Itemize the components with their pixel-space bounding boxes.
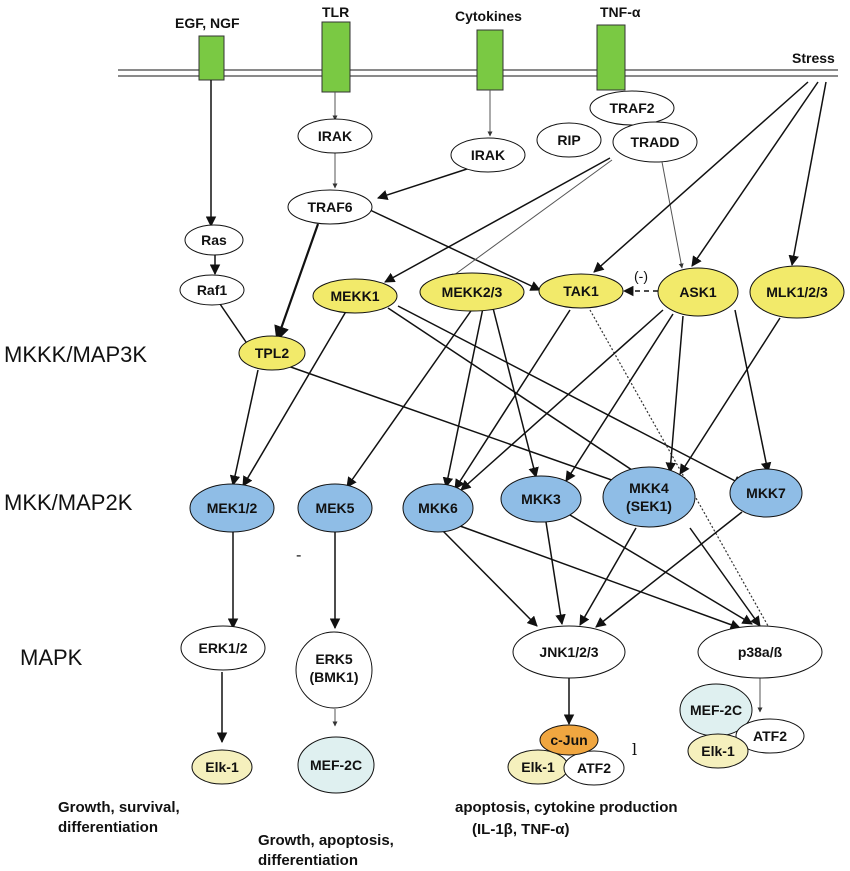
svg-text:Elk-1: Elk-1 bbox=[701, 743, 735, 759]
node-ask1: ASK1 bbox=[657, 267, 739, 317]
svg-text:MLK1/2/3: MLK1/2/3 bbox=[766, 284, 828, 300]
node-erk1-2: ERK1/2 bbox=[180, 625, 266, 671]
level-label-map3k: MKKK/MAP3K bbox=[4, 342, 147, 367]
svg-text:JNK1/2/3: JNK1/2/3 bbox=[539, 644, 598, 660]
node-tpl2: TPL2 bbox=[238, 335, 306, 371]
node-ras: Ras bbox=[184, 224, 244, 256]
node-mlk1-2-3: MLK1/2/3 bbox=[749, 265, 845, 319]
node-atf2-jnk: ATF2 bbox=[563, 750, 625, 786]
svg-text:MEK1/2: MEK1/2 bbox=[207, 500, 258, 516]
svg-text:MKK4: MKK4 bbox=[629, 480, 669, 496]
node-traf6: TRAF6 bbox=[287, 189, 373, 225]
node-traf2: TRAF2 bbox=[589, 90, 675, 126]
svg-text:MEK5: MEK5 bbox=[316, 500, 355, 516]
outcome-erk5-line2: differentiation bbox=[258, 852, 358, 869]
svg-text:(BMK1): (BMK1) bbox=[310, 669, 359, 685]
node-mekk1: MEKK1 bbox=[312, 278, 398, 314]
outcome-jnk-line1: apoptosis, cytokine production bbox=[455, 799, 678, 816]
svg-text:c-Jun: c-Jun bbox=[550, 732, 587, 748]
label-egf-ngf: EGF, NGF bbox=[175, 15, 240, 31]
node-tak1: TAK1 bbox=[538, 273, 624, 309]
node-elk1-p38: Elk-1 bbox=[687, 733, 749, 769]
svg-text:MEKK2/3: MEKK2/3 bbox=[442, 284, 503, 300]
svg-text:RIP: RIP bbox=[557, 132, 580, 148]
svg-text:Raf1: Raf1 bbox=[197, 282, 228, 298]
node-mkk6: MKK6 bbox=[402, 483, 474, 533]
outcome-erk-line2: differentiation bbox=[58, 819, 158, 836]
label-cytokines: Cytokines bbox=[455, 8, 522, 24]
svg-text:(SEK1): (SEK1) bbox=[626, 498, 672, 514]
svg-text:Ras: Ras bbox=[201, 232, 227, 248]
node-irak-tlr: IRAK bbox=[297, 118, 373, 154]
svg-text:MKK3: MKK3 bbox=[521, 491, 561, 507]
outcome-erk-line1: Growth, survival, bbox=[58, 799, 180, 816]
label-tlr: TLR bbox=[322, 4, 349, 20]
l-mark: l bbox=[632, 740, 637, 759]
receptor-egf-ngf bbox=[198, 35, 225, 81]
svg-text:IRAK: IRAK bbox=[318, 128, 352, 144]
level-label-map2k: MKK/MAP2K bbox=[4, 490, 133, 515]
svg-text:ERK1/2: ERK1/2 bbox=[198, 640, 247, 656]
svg-text:MEF-2C: MEF-2C bbox=[310, 757, 362, 773]
svg-text:MEF-2C: MEF-2C bbox=[690, 702, 742, 718]
node-mek1-2: MEK1/2 bbox=[189, 483, 275, 533]
receptor-cytokines bbox=[476, 29, 504, 91]
node-c-jun: c-Jun bbox=[539, 724, 599, 756]
node-mef2c-erk5: MEF-2C bbox=[297, 736, 375, 794]
node-p38: p38a/ß bbox=[697, 625, 823, 679]
node-mkk3: MKK3 bbox=[500, 475, 582, 523]
svg-text:ERK5: ERK5 bbox=[315, 651, 353, 667]
svg-text:ATF2: ATF2 bbox=[753, 728, 787, 744]
svg-text:TRADD: TRADD bbox=[631, 134, 680, 150]
svg-text:ATF2: ATF2 bbox=[577, 760, 611, 776]
inhibition-label: (-) bbox=[634, 268, 648, 284]
svg-text:Elk-1: Elk-1 bbox=[205, 759, 239, 775]
node-elk1-erk: Elk-1 bbox=[191, 749, 253, 785]
node-tradd: TRADD bbox=[612, 121, 698, 163]
node-rip: RIP bbox=[536, 122, 602, 158]
node-mkk7: MKK7 bbox=[729, 468, 803, 518]
svg-text:p38a/ß: p38a/ß bbox=[738, 644, 783, 660]
node-jnk1-2-3: JNK1/2/3 bbox=[512, 625, 626, 679]
edges bbox=[205, 80, 827, 744]
receptor-tnf bbox=[596, 24, 626, 91]
receptor-tlr bbox=[321, 21, 351, 93]
svg-text:MKK7: MKK7 bbox=[746, 485, 786, 501]
svg-text:TAK1: TAK1 bbox=[563, 283, 599, 299]
svg-text:TRAF2: TRAF2 bbox=[609, 100, 654, 116]
label-stress: Stress bbox=[792, 50, 835, 66]
node-erk5-bmk1: ERK5 (BMK1) bbox=[295, 631, 373, 709]
node-mekk2-3: MEKK2/3 bbox=[419, 272, 525, 312]
svg-text:MEKK1: MEKK1 bbox=[330, 288, 379, 304]
svg-text:MKK6: MKK6 bbox=[418, 500, 458, 516]
node-mek5: MEK5 bbox=[297, 483, 373, 533]
svg-text:TPL2: TPL2 bbox=[255, 345, 289, 361]
level-label-mapk: MAPK bbox=[20, 645, 83, 670]
dash-mark: - bbox=[296, 545, 301, 564]
svg-text:ASK1: ASK1 bbox=[679, 284, 717, 300]
node-raf1: Raf1 bbox=[179, 274, 245, 306]
outcome-jnk-line2: (IL-1β, TNF-α) bbox=[472, 821, 570, 838]
node-mkk4-sek1: MKK4 (SEK1) bbox=[602, 466, 696, 528]
node-irak-cytokine: IRAK bbox=[450, 137, 526, 173]
node-atf2-p38: ATF2 bbox=[735, 718, 805, 754]
label-tnf-alpha: TNF-α bbox=[600, 4, 641, 20]
outcome-erk5-line1: Growth, apoptosis, bbox=[258, 832, 394, 849]
svg-text:IRAK: IRAK bbox=[471, 147, 505, 163]
svg-text:Elk-1: Elk-1 bbox=[521, 759, 555, 775]
node-elk1-jnk: Elk-1 bbox=[507, 749, 569, 785]
svg-text:TRAF6: TRAF6 bbox=[307, 199, 352, 215]
